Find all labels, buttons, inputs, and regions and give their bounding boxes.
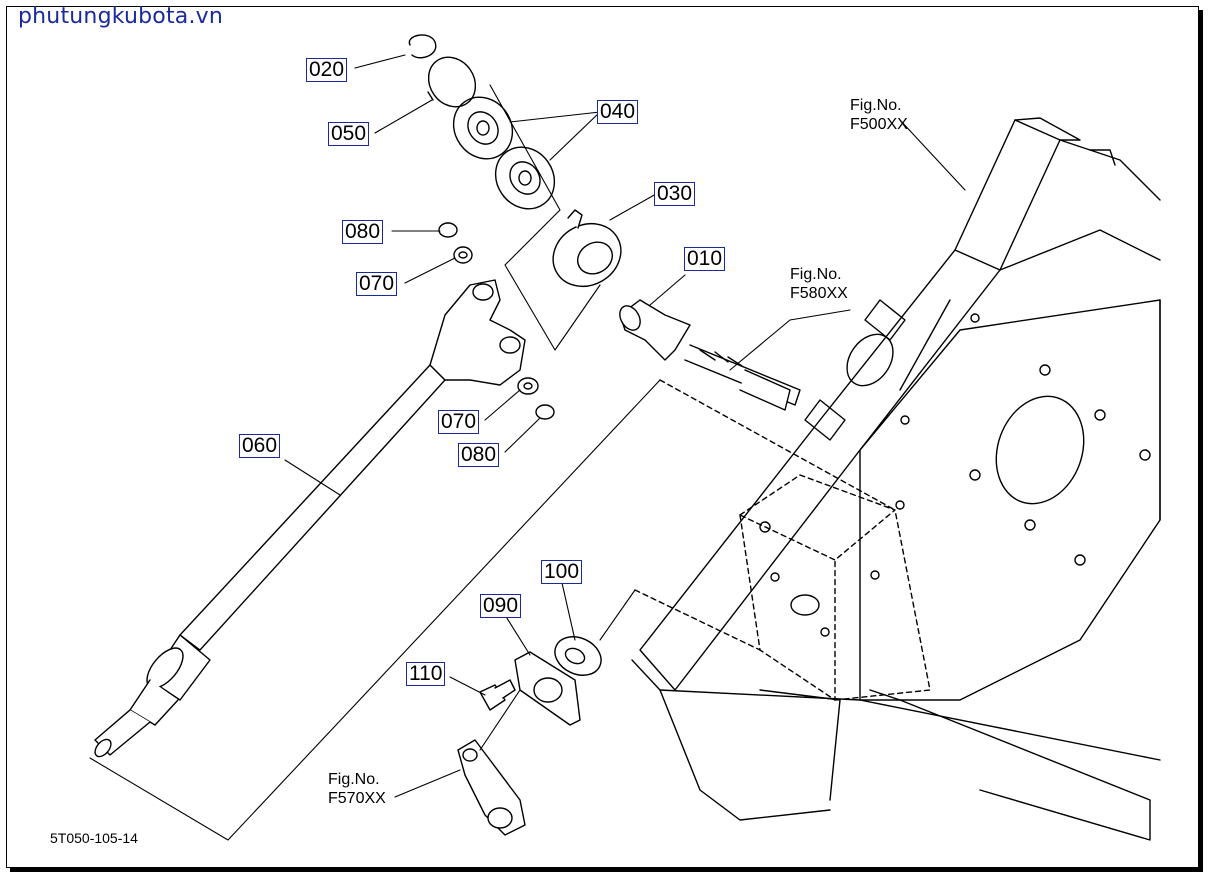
part-label-060[interactable]: 060: [239, 434, 281, 458]
part-label-020[interactable]: 020: [306, 58, 348, 82]
drawing-frame: [6, 6, 1199, 868]
part-label-040[interactable]: 040: [597, 100, 639, 124]
washer-080-upper: [438, 222, 458, 238]
part-label-100[interactable]: 100: [541, 560, 583, 584]
input-shaft-010: [619, 299, 801, 411]
part-label-090[interactable]: 090: [480, 594, 522, 618]
frame-shadow-bottom: [10, 868, 1203, 872]
part-label-070-upper[interactable]: 070: [356, 272, 398, 296]
collar-030: [552, 209, 622, 288]
snap-ring-020: [408, 34, 437, 59]
part-label-050[interactable]: 050: [328, 122, 370, 146]
figure-ref-title: Fig.No.: [850, 97, 902, 114]
part-label-070-lower[interactable]: 070: [438, 410, 480, 434]
circlip-050: [427, 56, 477, 108]
figure-ref-title: Fig.No.: [328, 771, 380, 788]
bearing-040-lower: [494, 146, 556, 210]
figure-ref-code: F500XX: [850, 116, 908, 133]
bolt-110: [479, 679, 516, 711]
drawing-number: 5T050-105-14: [50, 830, 138, 846]
washer-080-lower: [535, 404, 555, 420]
figure-ref-title: Fig.No.: [790, 266, 842, 283]
figure-ref-f580[interactable]: Fig.No. F580XX: [790, 265, 848, 303]
part-label-080-upper[interactable]: 080: [342, 220, 384, 244]
bearing-040-upper: [452, 96, 514, 160]
bearing-070-upper: [453, 246, 473, 264]
part-label-080-lower[interactable]: 080: [458, 443, 500, 467]
watermark: phutungkubota.vn: [18, 4, 224, 29]
figure-ref-f500[interactable]: Fig.No. F500XX: [850, 96, 908, 134]
bearing-100: [554, 636, 602, 676]
part-label-030[interactable]: 030: [654, 182, 696, 206]
part-label-110[interactable]: 110: [406, 662, 446, 686]
part-label-010[interactable]: 010: [684, 247, 726, 271]
bearing-070-lower: [517, 377, 539, 395]
figure-ref-f570[interactable]: Fig.No. F570XX: [328, 770, 386, 808]
shaft-060: [94, 279, 526, 758]
leader-lines: [89, 54, 966, 841]
figure-ref-code: F570XX: [328, 790, 386, 807]
figure-ref-code: F580XX: [790, 285, 848, 302]
arm-f570: [457, 739, 526, 836]
chassis-frame: [631, 117, 1161, 841]
frame-shadow-right: [1199, 10, 1203, 872]
